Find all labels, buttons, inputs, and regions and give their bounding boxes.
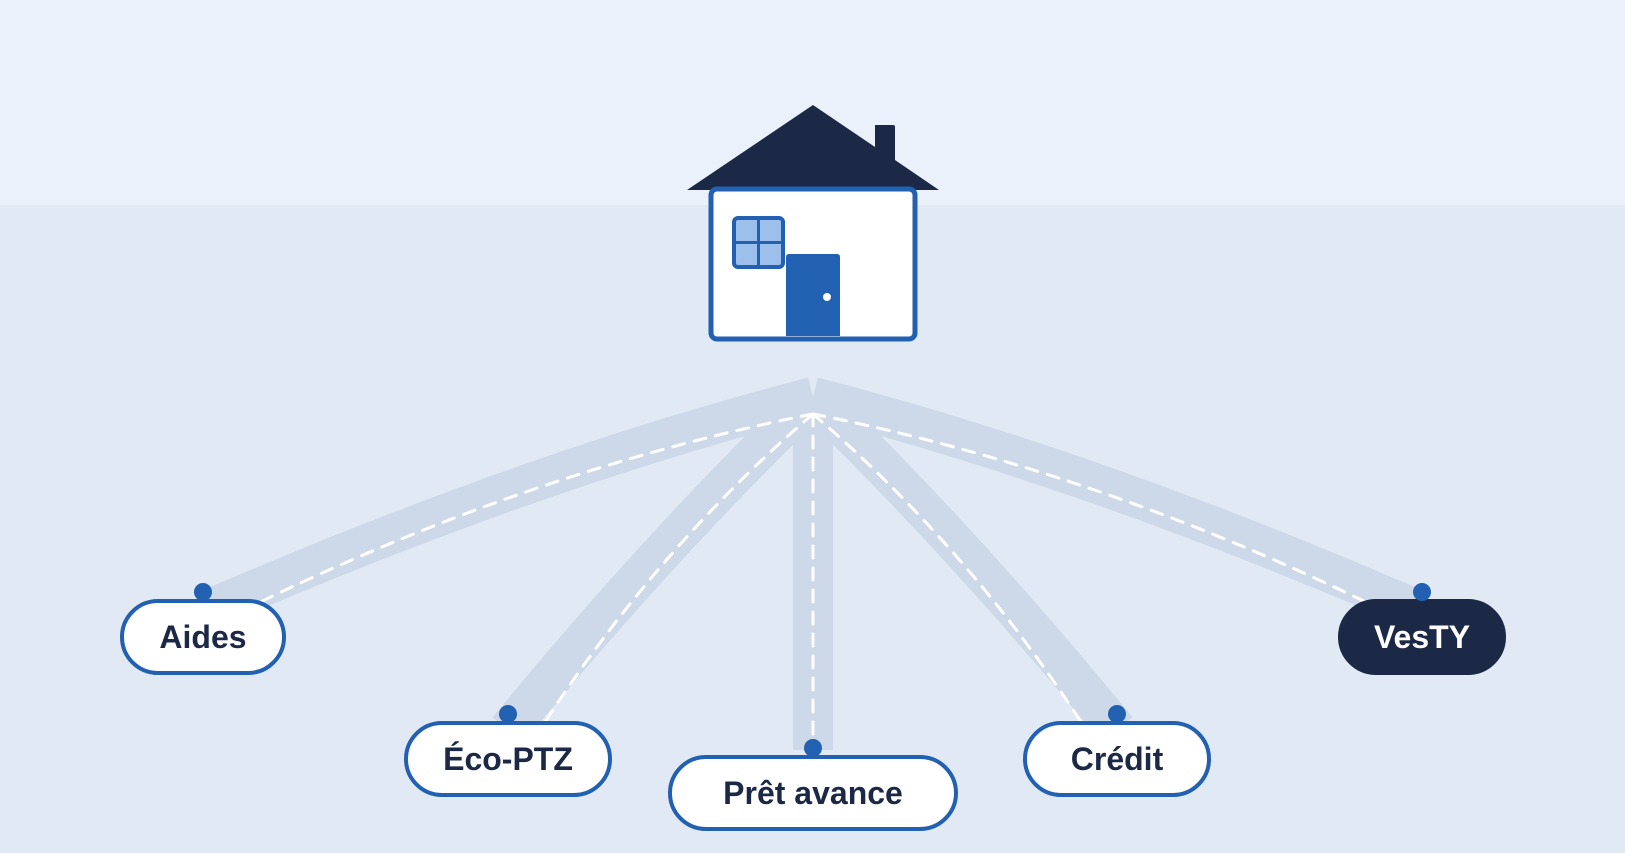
node-connector-dot-vesty	[1413, 583, 1431, 601]
roads-layer	[195, 377, 1430, 750]
node-connector-dot-pret-avance	[804, 739, 822, 757]
node-connector-dot-aides	[194, 583, 212, 601]
road-dash-vesty	[811, 412, 1378, 609]
node-pret-avance: Prêt avance	[668, 739, 958, 831]
road-dash-aides	[248, 412, 815, 609]
node-label-aides: Aides	[159, 619, 246, 655]
road-credit	[799, 382, 1133, 743]
road-vesty	[808, 377, 1430, 631]
node-eco-ptz: Éco-PTZ	[404, 705, 612, 797]
node-label-credit: Crédit	[1071, 741, 1164, 777]
house-roof	[687, 105, 939, 190]
road-dash-eco-ptz	[543, 412, 815, 724]
node-connector-dot-credit	[1108, 705, 1126, 723]
node-label-vesty: VesTY	[1374, 619, 1470, 655]
node-label-eco-ptz: Éco-PTZ	[443, 741, 573, 777]
node-credit: Crédit	[1023, 705, 1211, 797]
road-eco-ptz	[492, 382, 827, 743]
node-label-pret-avance: Prêt avance	[723, 775, 903, 811]
node-connector-dot-eco-ptz	[499, 705, 517, 723]
road-dash-credit	[811, 412, 1083, 724]
house-icon	[687, 105, 939, 342]
node-vesty: VesTY	[1338, 583, 1506, 675]
node-aides: Aides	[120, 583, 286, 675]
door-knob	[823, 293, 831, 301]
road-aides	[195, 377, 818, 631]
house-door	[786, 254, 840, 336]
